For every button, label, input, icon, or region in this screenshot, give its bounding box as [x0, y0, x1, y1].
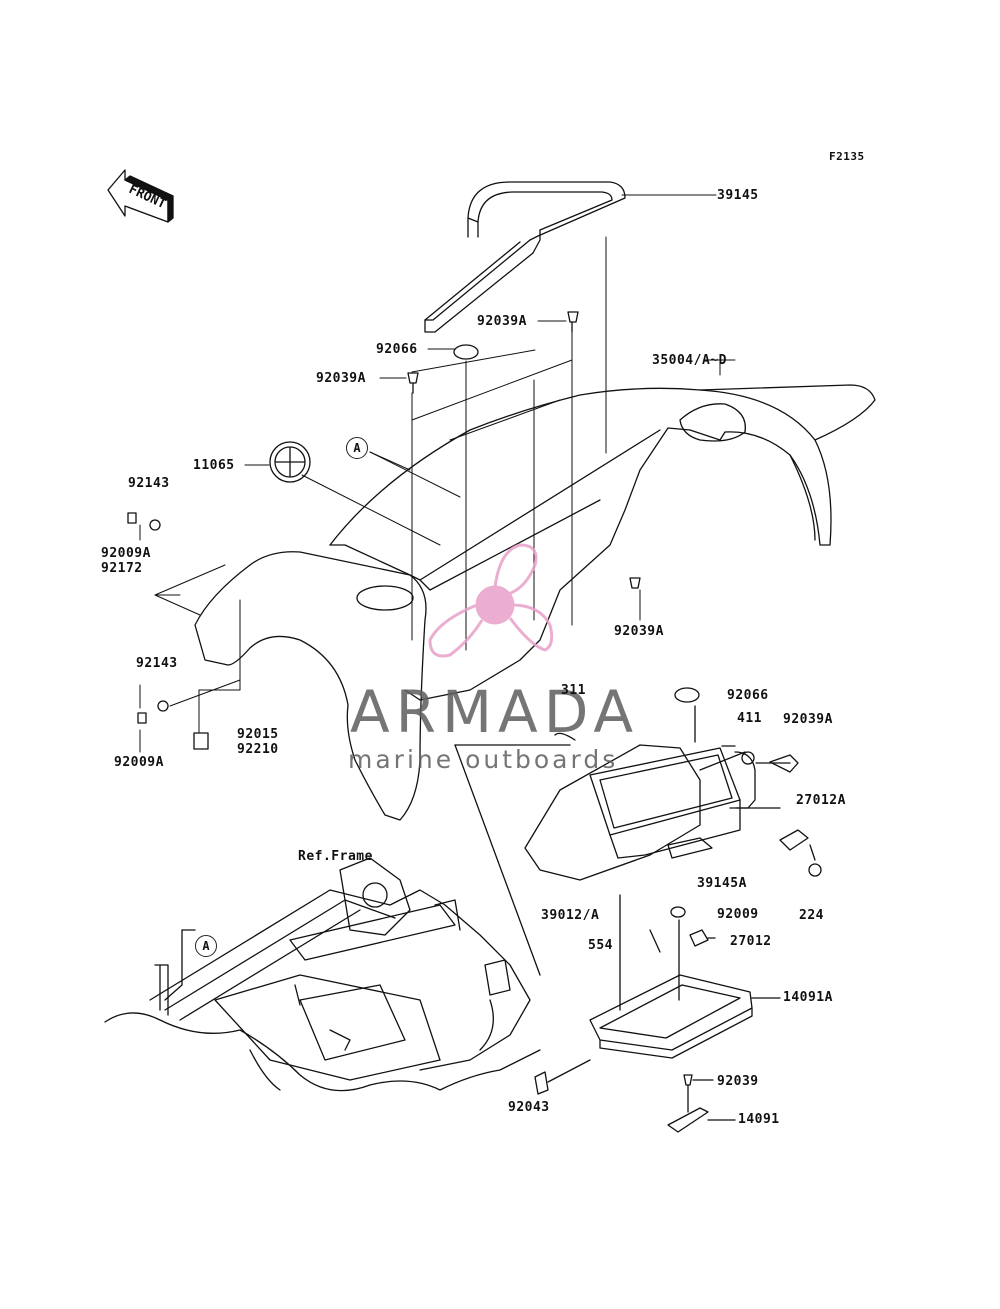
part-label: 92039A [477, 314, 527, 329]
callout-a-bottom: A [195, 935, 217, 957]
part-label: 92039A [783, 712, 833, 727]
part-label: 92143 [136, 656, 178, 671]
part-label: 35004/A~D [652, 353, 727, 368]
part-label: 92009A [101, 546, 151, 561]
part-label: 92039A [316, 371, 366, 386]
part-label: 39145 [717, 188, 759, 203]
figure-code: F2135 [829, 150, 865, 163]
rail-39145A [667, 751, 756, 859]
part-label: 11065 [193, 458, 235, 473]
part-label: 92210 [237, 742, 279, 757]
part-label: 92009 [717, 907, 759, 922]
fastener-lower [534, 1059, 736, 1133]
tray-14091A [589, 894, 781, 1059]
part-label: 92066 [727, 688, 769, 703]
frame-reference [104, 744, 571, 1092]
part-label: 554 [588, 938, 613, 953]
part-label: 14091 [738, 1112, 780, 1127]
storage-box-39012 [524, 732, 746, 881]
part-label: 311 [561, 683, 586, 698]
armada-logo-icon [428, 543, 554, 658]
part-label: 92172 [101, 561, 143, 576]
small-parts-right [649, 687, 822, 1001]
part-label: 92039 [717, 1074, 759, 1089]
front-arrow-icon [107, 169, 174, 223]
leader-lines [139, 194, 736, 753]
callout-lines [369, 451, 411, 471]
ref-frame-label: Ref.Frame [298, 849, 373, 864]
part-label: 92015 [237, 727, 279, 742]
part-label: 92066 [376, 342, 418, 357]
rail-39145 [424, 181, 626, 333]
part-label: 92009A [114, 755, 164, 770]
front-arrow-text: FRONT [126, 182, 168, 212]
part-label: 39012/A [541, 908, 600, 923]
part-label: 92043 [508, 1100, 550, 1115]
front-fender-body [194, 551, 427, 821]
watermark-subtitle: marine outboards [348, 745, 619, 774]
cap-11065 [269, 441, 311, 483]
part-label: 39145A [697, 876, 747, 891]
part-label: 411 [737, 711, 762, 726]
front-label-layer: FRONT [126, 182, 168, 212]
part-label: 27012 [730, 934, 772, 949]
part-label: 14091A [783, 990, 833, 1005]
fasteners-top [127, 311, 641, 750]
part-label: 92039A [614, 624, 664, 639]
part-label: 92143 [128, 476, 170, 491]
part-label: 224 [799, 908, 824, 923]
watermark-title: ARMADA [350, 678, 640, 746]
callout-a-top: A [346, 437, 368, 459]
part-label: 27012A [796, 793, 846, 808]
